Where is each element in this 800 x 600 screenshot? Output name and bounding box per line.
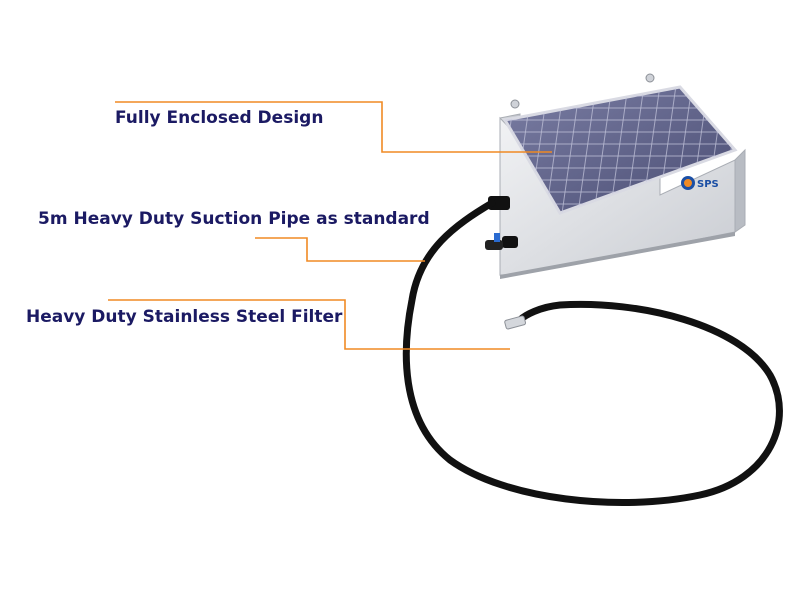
callout-steel-filter: Heavy Duty Stainless Steel Filter [26, 307, 343, 327]
stainless-filter [504, 315, 527, 330]
logo-text: SPS [697, 179, 719, 190]
leader-line-suction [255, 237, 425, 262]
leader-line-filter [108, 299, 510, 350]
suction-hose [402, 199, 783, 506]
callout-fully-enclosed: Fully Enclosed Design [115, 108, 324, 128]
enclosure-box [499, 113, 746, 279]
solar-panel [502, 73, 738, 215]
leader-line-enclosed [115, 101, 552, 153]
callout-suction-pipe: 5m Heavy Duty Suction Pipe as standard [38, 209, 430, 229]
sps-logo-icon: SPS [681, 176, 719, 190]
pipe-fittings [485, 196, 518, 250]
